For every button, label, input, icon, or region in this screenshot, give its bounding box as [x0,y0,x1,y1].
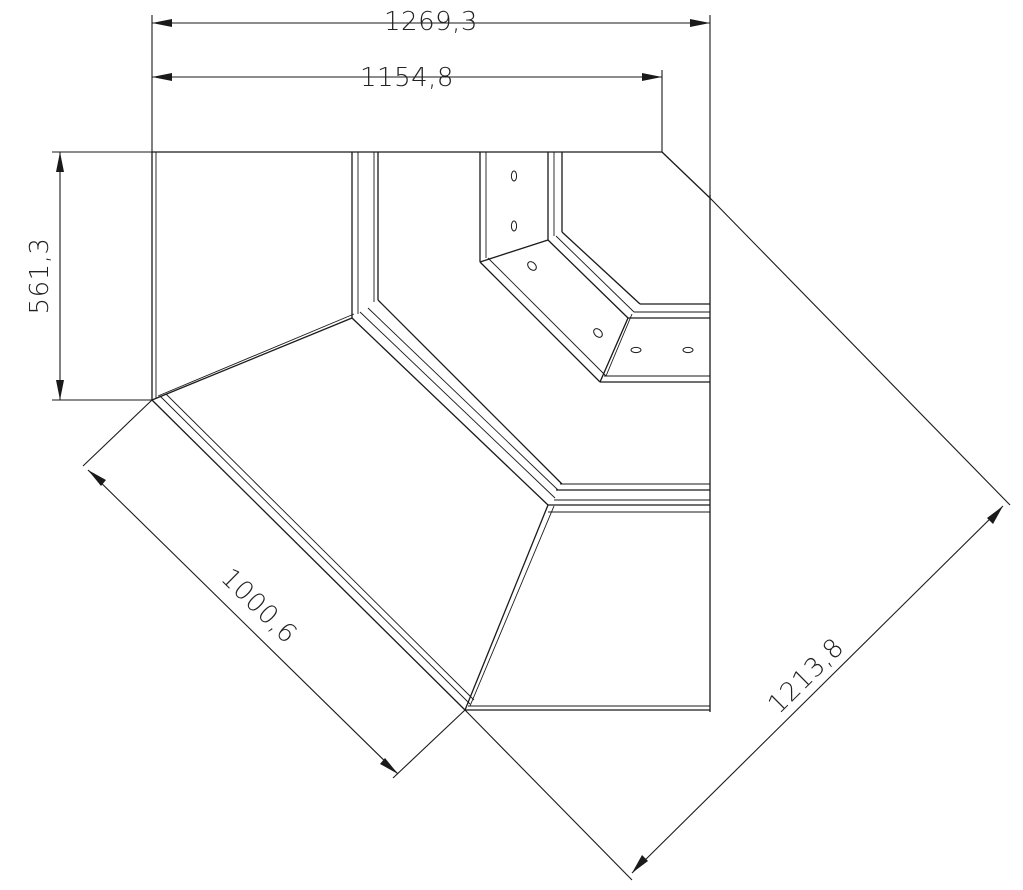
front-left-panel [151,299,563,711]
mounting-holes [510,170,694,354]
dimension-inner-width: 1154,8 [152,63,663,152]
left-inner-face [351,152,379,318]
dimension-label-right-diagonal: 1213,8 [762,633,850,720]
right-front-face [548,483,710,513]
inner-shelf [479,152,710,383]
dimension-label-inner-width: 1154,8 [360,63,454,93]
dimension-left-diagonal: 1000,6 [82,399,466,779]
dimension-left-height: 561,3 [25,151,152,401]
outer-outline [151,151,711,712]
dimension-label-overall-width: 1269,3 [384,7,478,37]
dimension-label-left-height: 561,3 [25,238,55,315]
dimension-right-diagonal: 1213,8 [464,197,1011,881]
dimension-overall-width: 1269,3 [151,7,711,200]
